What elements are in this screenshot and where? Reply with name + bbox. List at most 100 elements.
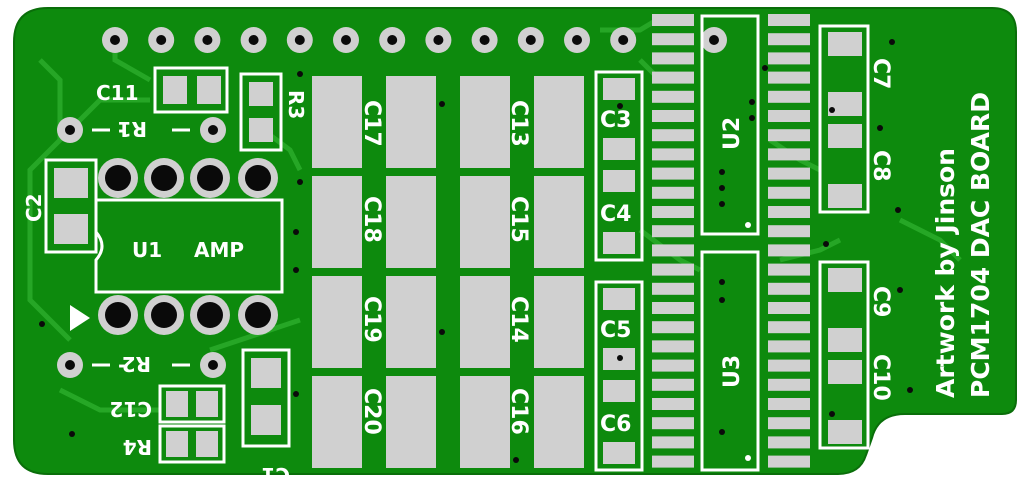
label-c16: C16 xyxy=(506,388,531,435)
via xyxy=(719,185,725,191)
soic-pad xyxy=(768,90,810,103)
via xyxy=(823,241,829,247)
soic-pad xyxy=(768,225,810,238)
via xyxy=(617,355,623,361)
soic-pad xyxy=(768,378,810,391)
soic-pad xyxy=(768,321,810,334)
via xyxy=(895,207,901,213)
dip-pin xyxy=(238,295,278,335)
via xyxy=(829,411,835,417)
via xyxy=(719,169,725,175)
film-cap-pad xyxy=(534,376,584,468)
soic-pad xyxy=(652,282,694,295)
soic-pad xyxy=(768,14,810,26)
header-pin xyxy=(333,27,359,53)
capacitor-c1: C1 xyxy=(241,348,291,487)
dip-pin xyxy=(144,295,184,335)
soic-pad xyxy=(652,14,694,26)
film-cap-pad xyxy=(312,176,362,268)
soic-pad xyxy=(652,378,694,391)
soic-pad xyxy=(768,436,810,449)
soic-pad xyxy=(768,340,810,353)
via xyxy=(719,297,725,303)
board-title: PCM1704 DAC BOARD xyxy=(966,92,995,398)
via xyxy=(439,329,445,335)
via xyxy=(762,65,768,71)
soic-pad xyxy=(768,52,810,65)
soic-pad xyxy=(768,33,810,46)
smd-capacitor-column: C3 C4 C5 C6 xyxy=(594,70,644,472)
chip-u1: U1 AMP xyxy=(70,158,284,335)
via xyxy=(877,125,883,131)
label-c3: C3 xyxy=(600,108,631,133)
film-cap-pad xyxy=(386,76,436,168)
label-c9: C9 xyxy=(868,286,893,317)
film-cap-pad xyxy=(312,76,362,168)
soic-pad xyxy=(768,282,810,295)
capacitor-c9-c10: C9 C10 xyxy=(818,260,893,450)
label-c20: C20 xyxy=(359,388,384,435)
soic-pad xyxy=(652,436,694,449)
header-pin xyxy=(517,27,544,53)
soic-pad xyxy=(652,321,694,334)
soic-pad xyxy=(768,398,810,410)
film-cap-pad xyxy=(386,276,436,368)
label-c17: C17 xyxy=(359,100,384,147)
soic-pad xyxy=(652,398,694,410)
soic-pad xyxy=(652,263,694,276)
soic-pad xyxy=(768,129,810,142)
soic-pad xyxy=(652,148,694,161)
soic-pad-rows xyxy=(652,14,810,468)
film-capacitor-array xyxy=(312,76,584,468)
header-pin xyxy=(701,27,727,53)
soic-pad xyxy=(652,225,694,238)
film-cap-pad xyxy=(460,276,510,368)
soic-pad xyxy=(768,417,810,430)
soic-pad xyxy=(652,206,694,218)
label-u1: U1 xyxy=(132,238,162,262)
label-c15: C15 xyxy=(506,196,531,243)
header-pin xyxy=(564,27,590,53)
board-credit: Artwork by Jinson xyxy=(931,148,960,398)
capacitor-c7-c8: C7 C8 xyxy=(818,24,893,214)
soic-pad xyxy=(768,110,810,122)
header-pin xyxy=(425,27,452,53)
label-c7: C7 xyxy=(868,58,893,89)
via xyxy=(293,229,299,235)
film-cap-pad xyxy=(534,276,584,368)
label-c2: C2 xyxy=(22,193,46,222)
via xyxy=(719,429,725,435)
film-cap-labels: C17 C18 C19 C20 C13 C15 C14 C16 xyxy=(359,100,531,435)
label-u2: U2 xyxy=(720,117,745,150)
soic-pad xyxy=(652,302,694,314)
header-pin xyxy=(102,27,128,53)
via xyxy=(69,431,75,437)
soic-pad xyxy=(768,71,810,84)
film-cap-pad xyxy=(534,76,584,168)
via xyxy=(897,287,903,293)
label-c13: C13 xyxy=(506,100,531,147)
pin1-marker xyxy=(70,305,90,331)
header-pin xyxy=(286,27,313,53)
via xyxy=(829,107,835,113)
via xyxy=(439,101,445,107)
label-r2: R2 xyxy=(122,352,151,376)
header-pin xyxy=(379,27,406,53)
label-c14: C14 xyxy=(506,296,531,343)
label-r1: R1 xyxy=(118,117,147,141)
soic-pad xyxy=(768,186,810,199)
via xyxy=(749,115,755,121)
label-c18: C18 xyxy=(359,196,384,243)
soic-pad xyxy=(652,71,694,84)
label-r4: R4 xyxy=(123,435,152,459)
label-c8: C8 xyxy=(868,150,893,181)
header-pin xyxy=(148,27,175,53)
resistor-r1: R1 - xyxy=(57,117,226,143)
soic-pad xyxy=(768,244,810,257)
soic-pad xyxy=(652,90,694,103)
dip-pin xyxy=(144,158,184,198)
soic-pad xyxy=(768,167,810,180)
dip-pin xyxy=(190,295,230,335)
chip-u2: U2 xyxy=(700,14,760,236)
soic-pad xyxy=(652,186,694,199)
